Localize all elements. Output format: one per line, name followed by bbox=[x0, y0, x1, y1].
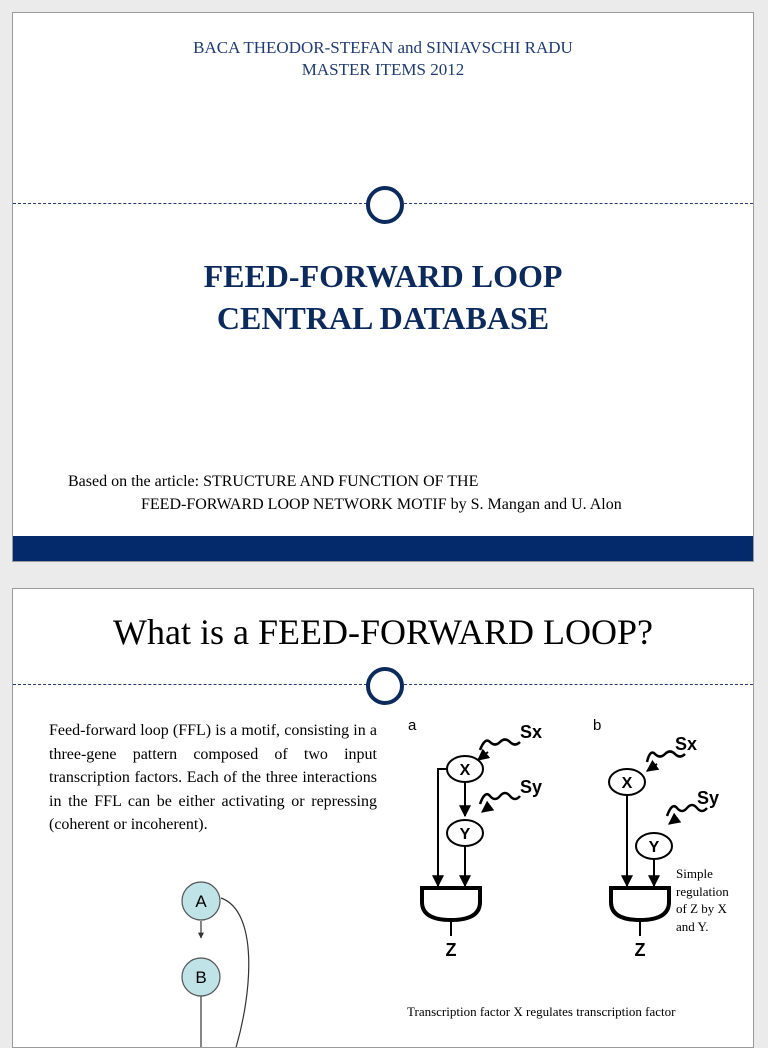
signal-sx-arrow bbox=[477, 748, 491, 761]
signal-sy-arrow bbox=[481, 800, 495, 813]
abc-motif-diagram: A B bbox=[181, 881, 250, 1047]
signal-sy-label: Sy bbox=[520, 777, 542, 797]
ffl-diagram-a: a Sx Sy X Y Z bbox=[408, 717, 542, 960]
signal-sy-squiggle bbox=[665, 803, 708, 817]
caption-line: Simple bbox=[676, 866, 713, 881]
circle-ornament-icon bbox=[366, 667, 404, 705]
circle-ornament-icon bbox=[366, 186, 404, 224]
based-on-citation: Based on the article: STRUCTURE AND FUNC… bbox=[68, 470, 748, 516]
caption-line: of Z by X bbox=[676, 901, 727, 916]
output-z-label: Z bbox=[635, 940, 646, 960]
content-slide: What is a FEED-FORWARD LOOP? Feed-forwar… bbox=[12, 588, 754, 1048]
node-b-label: B bbox=[195, 968, 206, 987]
caption-simple-regulation: Simple regulation of Z by X and Y. bbox=[676, 865, 729, 935]
panel-label-a: a bbox=[408, 717, 417, 734]
title-slide: BACA THEODOR-STEFAN and SINIAVSCHI RADU … bbox=[12, 12, 754, 562]
node-y-label: Y bbox=[460, 826, 471, 843]
authors-text: BACA THEODOR-STEFAN and SINIAVSCHI RADU bbox=[193, 38, 573, 57]
citation-line2: FEED-FORWARD LOOP NETWORK MOTIF by S. Ma… bbox=[141, 496, 622, 513]
authors-block: BACA THEODOR-STEFAN and SINIAVSCHI RADU … bbox=[13, 37, 753, 81]
signal-sy-label: Sy bbox=[697, 788, 719, 808]
caption-line: regulation bbox=[676, 883, 729, 899]
caption-bottom: Transcription factor X regulates transcr… bbox=[407, 1004, 676, 1019]
and-gate-icon bbox=[420, 886, 482, 923]
slide-title: What is a FEED-FORWARD LOOP? bbox=[113, 612, 653, 652]
main-title-line2: CENTRAL DATABASE bbox=[216, 300, 550, 336]
signal-sx-label: Sx bbox=[520, 722, 542, 742]
output-z-label: Z bbox=[446, 940, 457, 960]
footer-bar bbox=[13, 536, 753, 561]
node-a-label: A bbox=[195, 892, 207, 911]
signal-sx-squiggle bbox=[478, 738, 521, 751]
subtitle-text: MASTER ITEMS 2012 bbox=[301, 60, 465, 79]
signal-sy-squiggle bbox=[478, 791, 521, 805]
edge-a-c bbox=[220, 897, 250, 1047]
signal-sx-arrow bbox=[646, 759, 660, 772]
and-gate-icon bbox=[609, 886, 671, 923]
ffl-description: Feed-forward loop (FFL) is a motif, cons… bbox=[49, 722, 377, 833]
signal-sx-squiggle bbox=[645, 750, 686, 763]
signal-sx-label: Sx bbox=[675, 734, 697, 754]
citation-line1: Based on the article: STRUCTURE AND FUNC… bbox=[68, 473, 479, 490]
signal-sy-arrow bbox=[668, 812, 682, 825]
ffl-diagram-b: b Sx Sy X Y Z bbox=[593, 717, 719, 960]
node-x-label: X bbox=[460, 762, 471, 779]
caption-line: and Y. bbox=[676, 918, 709, 934]
node-x-label: X bbox=[622, 775, 633, 792]
main-title-line1: FEED-FORWARD LOOP bbox=[203, 258, 563, 294]
node-y-label: Y bbox=[649, 839, 660, 856]
edge-x-z bbox=[432, 768, 448, 888]
node-b bbox=[181, 957, 221, 997]
main-title: FEED-FORWARD LOOP CENTRAL DATABASE bbox=[13, 255, 753, 339]
panel-label-b: b bbox=[593, 717, 601, 734]
node-a bbox=[181, 881, 221, 921]
